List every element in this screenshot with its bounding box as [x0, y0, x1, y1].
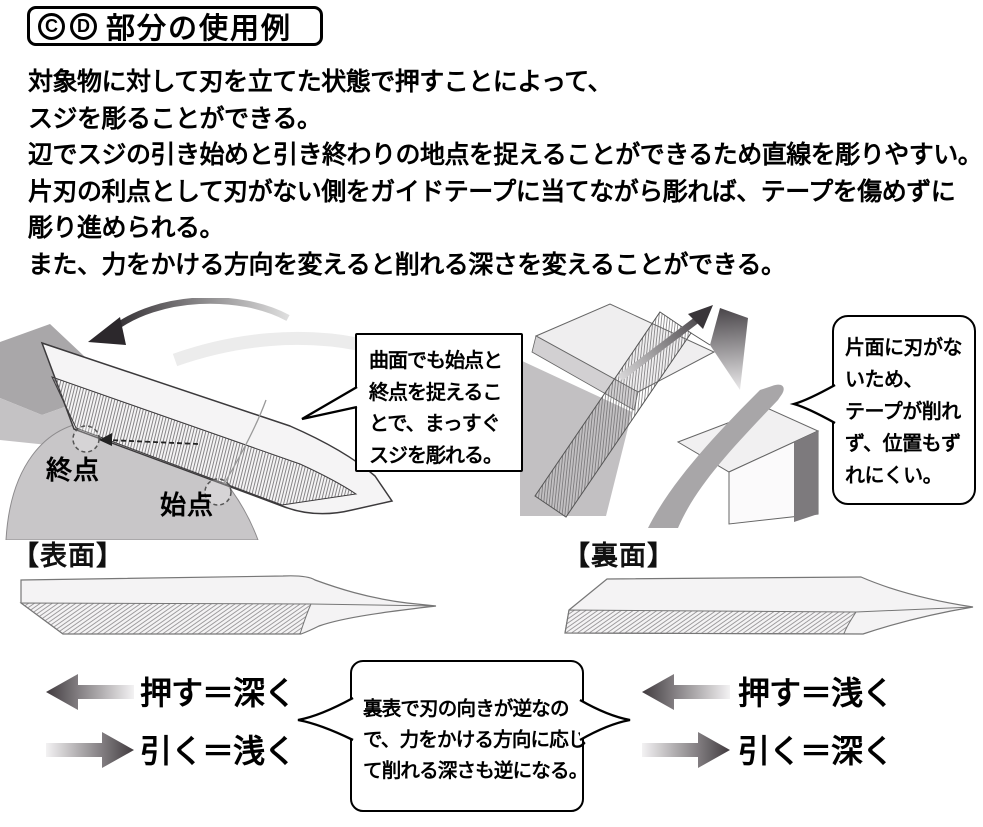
guide-tape-illustration	[520, 303, 820, 528]
intro-line: また、力をかける方向を変えると削れる深さを変えることができる。	[28, 250, 786, 279]
reverse-note-bubble-tail-left	[297, 696, 354, 742]
bubble-line: れにくい。	[845, 465, 943, 487]
push-arrow-icon	[46, 674, 134, 710]
dashed-arrow-icon	[107, 439, 199, 445]
end-point-marker	[72, 425, 100, 453]
bubble-line: いため、	[845, 369, 924, 391]
rotate-arrowhead-icon	[88, 317, 126, 345]
title-box: C D 部分の使用例	[27, 6, 323, 46]
tape-demo-bubble: 片面に刃がな いため、 テープが削れ ず、位置もず れにくい。	[832, 315, 976, 505]
bubble-line: 片面に刃がな	[845, 337, 963, 359]
reverse-note-bubble-tail-right	[579, 698, 631, 742]
part-c-badge: C	[38, 12, 65, 40]
reverse-note-bubble: 裏表で刃の向きが逆なの で、力をかける方向に応じ て削れる深さも逆になる。	[350, 660, 588, 812]
stroke-guide-line	[223, 399, 267, 485]
back-pull-label: 引く＝深く	[738, 733, 894, 769]
pull-arrow-icon	[46, 732, 134, 768]
start-point-label: 始点	[160, 490, 215, 520]
part-d-badge: D	[70, 12, 97, 40]
intro-line: 片刃の利点として刃がない側をガイドテープに当てながら彫れば、テープを傷めずに	[28, 177, 956, 206]
curved-demo-bubble: 曲面でも始点と 終点を捉えるこ とで、まっすぐ スジを彫れる。	[355, 333, 523, 472]
back-blade-profile	[564, 576, 974, 635]
block-side-face	[794, 431, 818, 522]
bubble-line: で、力をかける方向に応じ	[363, 729, 587, 751]
back-section-label: 【裏面】	[563, 541, 675, 571]
slide-arrow-icon	[617, 316, 701, 381]
tape-demo-bubble-tail	[789, 383, 836, 425]
front-pull-label: 引く＝浅く	[140, 733, 296, 769]
front-push-label: 押す＝深く	[140, 675, 296, 711]
bubble-line: 曲面でも始点と	[369, 350, 503, 372]
intro-line: スジを彫ることができる。	[28, 104, 322, 133]
blade-bevel-hatch	[51, 376, 358, 506]
blade-bevel-hatch	[534, 311, 692, 518]
intro-line: 辺でスジの引き始めと引き終わりの地点を捉えることができるため直線を彫りやすい。	[28, 141, 983, 169]
blade-edge-line	[855, 606, 974, 613]
slide-arrowhead-icon	[688, 305, 713, 329]
back-push-label: 押す＝浅く	[738, 675, 894, 711]
guide-tape	[648, 384, 784, 528]
bubble-line: 裏表で刃の向きが逆なの	[363, 698, 570, 720]
front-section-label: 【表面】	[12, 541, 124, 571]
rotate-arrow-icon	[109, 298, 290, 333]
bubble-line: 終点を捉えるこ	[369, 381, 502, 404]
start-point-marker	[204, 478, 232, 506]
dashed-arrowhead-icon	[99, 433, 112, 446]
end-point-label: 終点	[46, 455, 101, 485]
curved-surface-illustration	[0, 298, 510, 540]
intro-paragraph: 対象物に対して刃を立てた状態で押すことによって、 スジを彫ることができる。 辺で…	[28, 64, 983, 283]
page-title: 部分の使用例	[106, 13, 293, 45]
blade-face	[710, 308, 748, 390]
intro-line: 対象物に対して刃を立てた状態で押すことによって、	[28, 68, 613, 96]
blade-edge-line	[310, 603, 437, 607]
bubble-line: スジを彫れる。	[369, 444, 503, 467]
intro-line: 彫り進められる。	[28, 214, 225, 242]
bubble-line: て削れる深さも逆になる。	[363, 760, 588, 782]
pull-arrow-icon	[642, 732, 730, 768]
bubble-line: テープが削れ	[845, 401, 961, 423]
blade-bevel-hatch	[19, 602, 312, 635]
front-blade-profile	[19, 575, 437, 635]
bubble-line: ず、位置もず	[845, 433, 961, 455]
blade-edge-line	[690, 332, 711, 346]
bubble-line: とで、まっすぐ	[369, 413, 501, 435]
push-arrow-icon	[642, 674, 730, 710]
curved-demo-bubble-tail	[301, 385, 358, 421]
blade-bevel-hatch	[564, 609, 857, 635]
